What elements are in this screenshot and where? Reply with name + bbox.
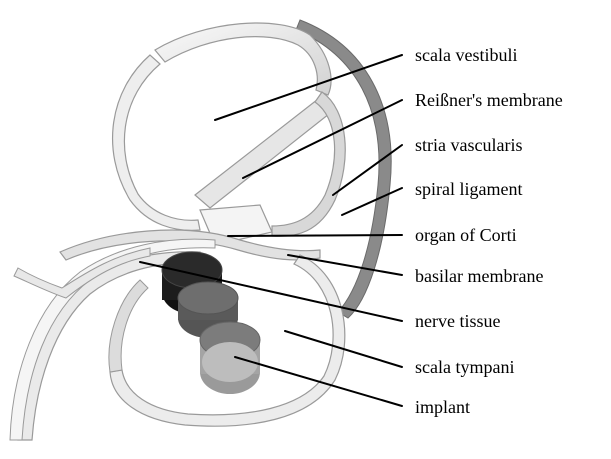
label-scala-tympani: scala tympani	[415, 356, 514, 378]
upper-chamber-left-wall	[113, 55, 200, 230]
leader-line-spiral-ligament	[342, 188, 402, 215]
label-reissners-membrane: Reißner's membrane	[415, 89, 563, 111]
label-basilar-membrane: basilar membrane	[415, 265, 543, 287]
leader-line-organ-of-corti	[228, 235, 402, 236]
label-nerve-tissue: nerve tissue	[415, 310, 500, 332]
label-implant: implant	[415, 396, 470, 418]
label-scala-vestibuli: scala vestibuli	[415, 44, 517, 66]
reissners-membrane-strip	[195, 96, 334, 208]
label-spiral-ligament: spiral ligament	[415, 178, 522, 200]
implant-cylinder-stack	[162, 252, 260, 394]
label-organ-of-corti: organ of Corti	[415, 224, 517, 246]
scala-vestibuli-wall	[155, 23, 331, 95]
scala-tympani-inner-ribbon	[109, 280, 148, 372]
label-stria-vascularis: stria vascularis	[415, 134, 522, 156]
